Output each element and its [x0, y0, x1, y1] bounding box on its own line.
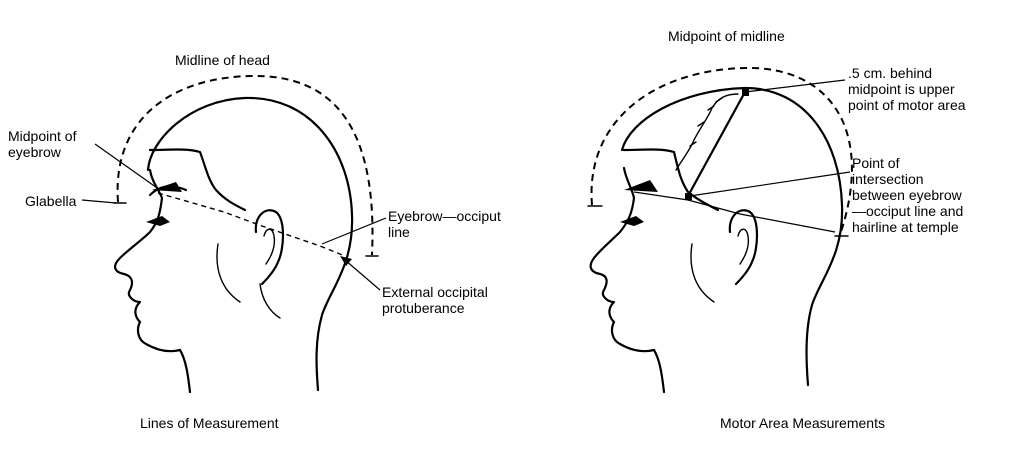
left-leader-protuberance	[344, 259, 381, 291]
label-midpoint-of-eyebrow: Midpoint of eyebrow	[8, 128, 77, 160]
right-jaw	[690, 243, 715, 303]
right-ear	[728, 209, 759, 286]
left-leader-eyebrow	[94, 143, 161, 191]
label-upper-point-of-motor-area: .5 cm. behind midpoint is upper point of…	[848, 65, 966, 113]
left-ear-inner	[263, 228, 276, 265]
right-eyebrow-occiput-line	[633, 191, 836, 233]
right-midline-arc	[590, 66, 853, 236]
right-motor-line	[686, 90, 747, 198]
left-leader-occiput-line	[321, 217, 387, 245]
left-leader-glabella	[81, 199, 117, 204]
right-skull-outline	[620, 86, 844, 387]
right-leader-intersection	[689, 171, 851, 197]
left-head-drawing	[81, 74, 387, 394]
left-midline-arc	[116, 74, 374, 256]
right-intersection-dot	[685, 193, 692, 200]
label-midline-of-head: Midline of head	[175, 52, 270, 68]
left-hairline	[148, 148, 247, 212]
label-eyebrow-occiput-line: Eyebrow—occiput line	[388, 208, 501, 240]
right-eyebrow-fill	[624, 180, 658, 192]
left-neck-front	[259, 283, 281, 319]
right-hairline	[622, 148, 720, 212]
left-skull-outline	[146, 96, 354, 392]
left-arrowhead-protuberance	[340, 256, 352, 266]
left-eye	[146, 216, 170, 226]
right-motor-marks	[689, 97, 723, 147]
right-leader-upper-point	[744, 79, 846, 93]
label-midpoint-of-midline: Midpoint of midline	[668, 28, 785, 44]
right-upper-point-dot	[742, 89, 749, 96]
left-ear	[254, 209, 285, 286]
right-head-drawing	[587, 66, 853, 394]
left-jaw	[216, 243, 241, 303]
right-eye	[620, 216, 644, 226]
label-external-occipital-protuberance: External occipital protuberance	[382, 284, 488, 316]
left-eyebrow-occiput-line	[157, 192, 346, 257]
right-ear-inner	[737, 228, 750, 265]
caption-lines-of-measurement: Lines of Measurement	[140, 415, 279, 431]
label-point-of-intersection: Point of intersection between eyebrow —o…	[852, 155, 964, 235]
right-face-profile	[589, 166, 666, 394]
right-motor-wavy	[675, 93, 739, 171]
label-glabella: Glabella	[25, 193, 77, 209]
caption-motor-area-measurements: Motor Area Measurements	[720, 415, 885, 431]
